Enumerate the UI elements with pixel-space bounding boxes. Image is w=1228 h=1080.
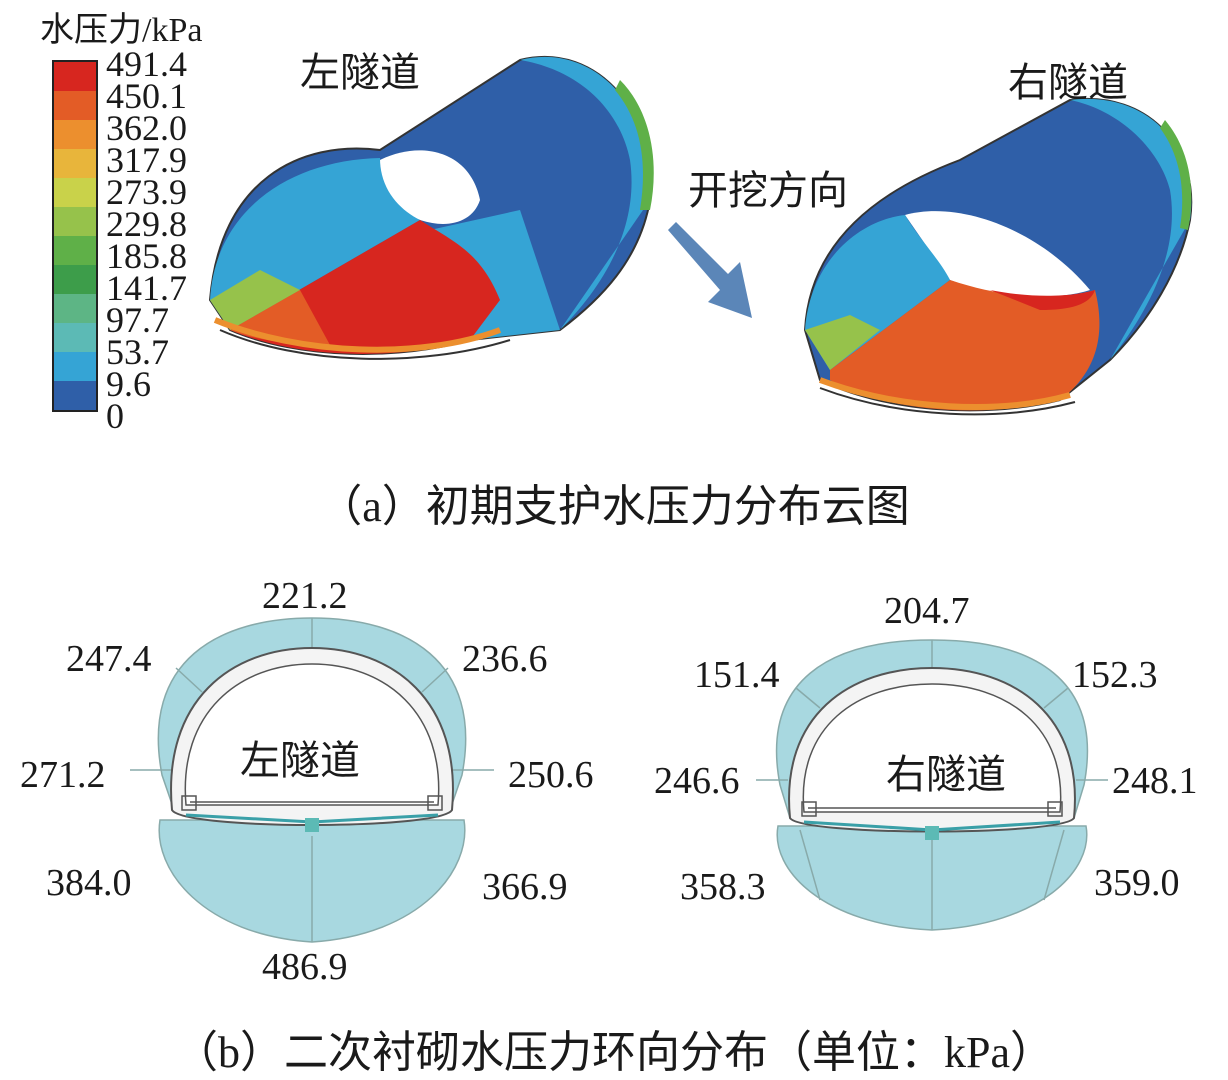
legend-swatch bbox=[54, 62, 96, 91]
legend-swatch bbox=[54, 265, 96, 294]
legend-swatch bbox=[54, 91, 96, 120]
legend-label: 491.4 bbox=[106, 44, 187, 84]
legend-label: 0 bbox=[106, 396, 124, 436]
left-value-mid-left: 271.2 bbox=[20, 754, 106, 796]
legend-swatch bbox=[54, 294, 96, 323]
right-tunnel-3d bbox=[803, 97, 1193, 416]
left-tunnel-label-a: 左隧道 bbox=[300, 50, 420, 95]
legend-label: 53.7 bbox=[106, 332, 169, 372]
right-value-lower-left: 358.3 bbox=[680, 866, 766, 908]
right-value-upper-right: 152.3 bbox=[1072, 654, 1158, 696]
right-value-mid-left: 246.6 bbox=[654, 760, 740, 802]
right-tunnel-label-b: 右隧道 bbox=[886, 752, 1006, 797]
legend-swatch bbox=[54, 149, 96, 178]
right-tunnel-label-a: 右隧道 bbox=[1008, 60, 1128, 105]
legend-label: 97.7 bbox=[106, 300, 169, 340]
left-value-lower-left: 384.0 bbox=[46, 862, 132, 904]
left-value-lower-right: 366.9 bbox=[482, 866, 568, 908]
legend-label: 362.0 bbox=[106, 108, 187, 148]
legend-label: 317.9 bbox=[106, 140, 187, 180]
legend-swatch bbox=[54, 323, 96, 352]
left-value-top: 221.2 bbox=[262, 575, 348, 617]
caption-a: （a）初期支护水压力分布云图 bbox=[318, 482, 910, 531]
legend-swatch bbox=[54, 120, 96, 149]
legend-label: 273.9 bbox=[106, 172, 187, 212]
right-value-upper-left: 151.4 bbox=[694, 654, 780, 696]
legend-title: 水压力/kPa bbox=[40, 12, 203, 49]
left-value-mid-right: 250.6 bbox=[508, 754, 594, 796]
left-tunnel-3d bbox=[208, 55, 654, 360]
legend-label: 141.7 bbox=[106, 268, 187, 308]
direction-label: 开挖方向 bbox=[688, 168, 848, 213]
left-tunnel-label-b: 左隧道 bbox=[240, 738, 360, 783]
legend-swatch bbox=[54, 178, 96, 207]
left-value-upper-right: 236.6 bbox=[462, 638, 548, 680]
excavation-direction-arrow bbox=[668, 222, 752, 318]
legend-label: 185.8 bbox=[106, 236, 187, 276]
right-value-lower-right: 359.0 bbox=[1094, 862, 1180, 904]
left-value-bottom: 486.9 bbox=[262, 946, 348, 988]
legend-label: 450.1 bbox=[106, 76, 187, 116]
right-value-mid-right: 248.1 bbox=[1112, 760, 1198, 802]
caption-b: （b）二次衬砌水压力环向分布（单位：kPa） bbox=[174, 1028, 1054, 1077]
legend-swatch bbox=[54, 236, 96, 265]
legend-swatch bbox=[54, 207, 96, 236]
right-value-top: 204.7 bbox=[884, 590, 970, 632]
legend-color-bar bbox=[52, 60, 98, 412]
left-value-upper-left: 247.4 bbox=[66, 638, 152, 680]
legend-swatch bbox=[54, 381, 96, 410]
legend-swatch bbox=[54, 352, 96, 381]
legend-label: 229.8 bbox=[106, 204, 187, 244]
legend-label: 9.6 bbox=[106, 364, 151, 404]
